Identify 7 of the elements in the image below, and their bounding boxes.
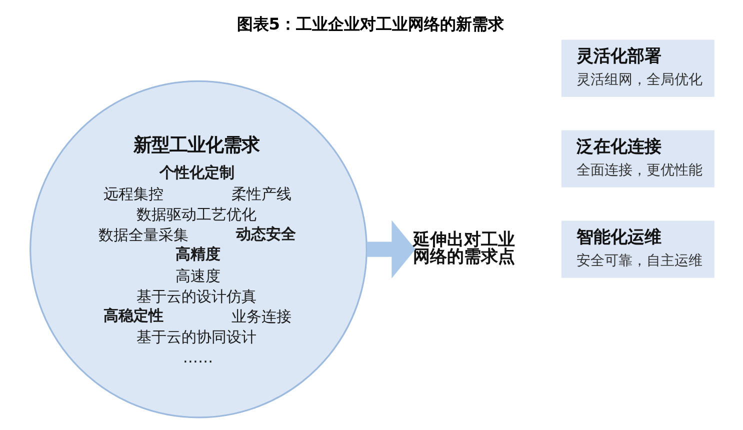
node-box: 泛在化连接 全面连接，更优性能 [560, 130, 714, 187]
node-box: 智能化运维 安全可靠，自主运维 [560, 220, 714, 278]
node-box: 灵活化部署 灵活组网，全局优化 [560, 39, 714, 96]
arrow [366, 220, 415, 278]
node-text: 延伸出对工业网络的需求点 [412, 229, 515, 267]
node-circle: 新型工业化需求 个性化定制 远程集控 柔性产线 数据驱动工艺优化 数据全量采集 动态安全 高精度 高速度 基于云的设计仿真 高稳定性 业务连接 基于云的协同设计 …… [29, 80, 367, 418]
diagram-title: 图表5：工业企业对工业网络的新需求 [236, 14, 504, 33]
